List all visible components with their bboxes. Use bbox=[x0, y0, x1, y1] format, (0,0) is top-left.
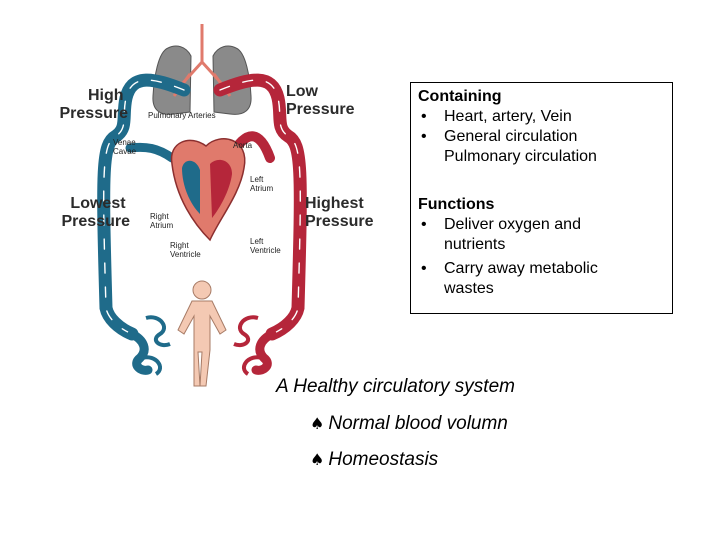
left-atrium-label: Left Atrium bbox=[250, 175, 273, 193]
containing-item-text: Heart, artery, Vein bbox=[444, 108, 572, 125]
left-ventricle-label: Left Ventricle bbox=[250, 237, 281, 255]
spade-icon: ♠ bbox=[310, 450, 325, 469]
functions-title: Functions bbox=[418, 196, 495, 213]
containing-item-text: General circulation bbox=[444, 128, 578, 145]
function-item-text: Carry away metabolic wastes bbox=[444, 260, 598, 297]
venous-loop bbox=[97, 73, 191, 375]
containing-continuation: Pulmonary circulation bbox=[444, 148, 597, 165]
bullet-marker: • bbox=[421, 260, 427, 277]
right-ventricle-label: Right Ventricle bbox=[170, 241, 201, 259]
capillary-beds bbox=[141, 315, 263, 376]
human-body-figure bbox=[177, 280, 227, 387]
bullet-marker: • bbox=[421, 108, 427, 125]
info-box: Containing • Heart, artery, Vein • Gener… bbox=[410, 82, 673, 314]
containing-item: • Heart, artery, Vein bbox=[418, 107, 664, 127]
spade-icon: ♠ bbox=[310, 414, 325, 433]
note-item: ♠Homeostasis bbox=[310, 449, 438, 471]
right-atrium-label: Right Atrium bbox=[150, 212, 173, 230]
diagram-caption: A Healthy circulatory system bbox=[276, 376, 515, 397]
venae-cavae-label: Venae Cavae bbox=[113, 138, 138, 156]
low-pressure-label: Low Pressure bbox=[286, 83, 355, 118]
note-text: Homeostasis bbox=[328, 449, 439, 470]
note-text: Normal blood volumn bbox=[328, 413, 508, 434]
heart-illustration bbox=[170, 138, 246, 242]
function-item: • Deliver oxygen and nutrients bbox=[418, 215, 664, 255]
pulmonary-arteries-label: Pulmonary Arteries bbox=[148, 111, 216, 120]
highest-pressure-label: Highest Pressure bbox=[305, 195, 374, 230]
high-pressure-label: High Pressure bbox=[60, 87, 129, 122]
note-item: ♠Normal blood volumn bbox=[310, 413, 508, 435]
containing-title: Containing bbox=[418, 88, 502, 105]
circulatory-diagram: High Pressure Low Pressure Lowest Pressu… bbox=[60, 24, 374, 387]
containing-item: • General circulation bbox=[418, 127, 664, 147]
lowest-pressure-label: Lowest Pressure bbox=[62, 195, 131, 230]
lungs-illustration bbox=[152, 24, 252, 115]
bullet-marker: • bbox=[421, 216, 427, 233]
arterial-loop bbox=[213, 73, 307, 375]
function-item: • Carry away metabolic wastes bbox=[418, 259, 664, 299]
function-item-text: Deliver oxygen and nutrients bbox=[444, 216, 581, 253]
aorta-label: Aorta bbox=[233, 141, 253, 150]
bullet-marker: • bbox=[421, 128, 427, 145]
